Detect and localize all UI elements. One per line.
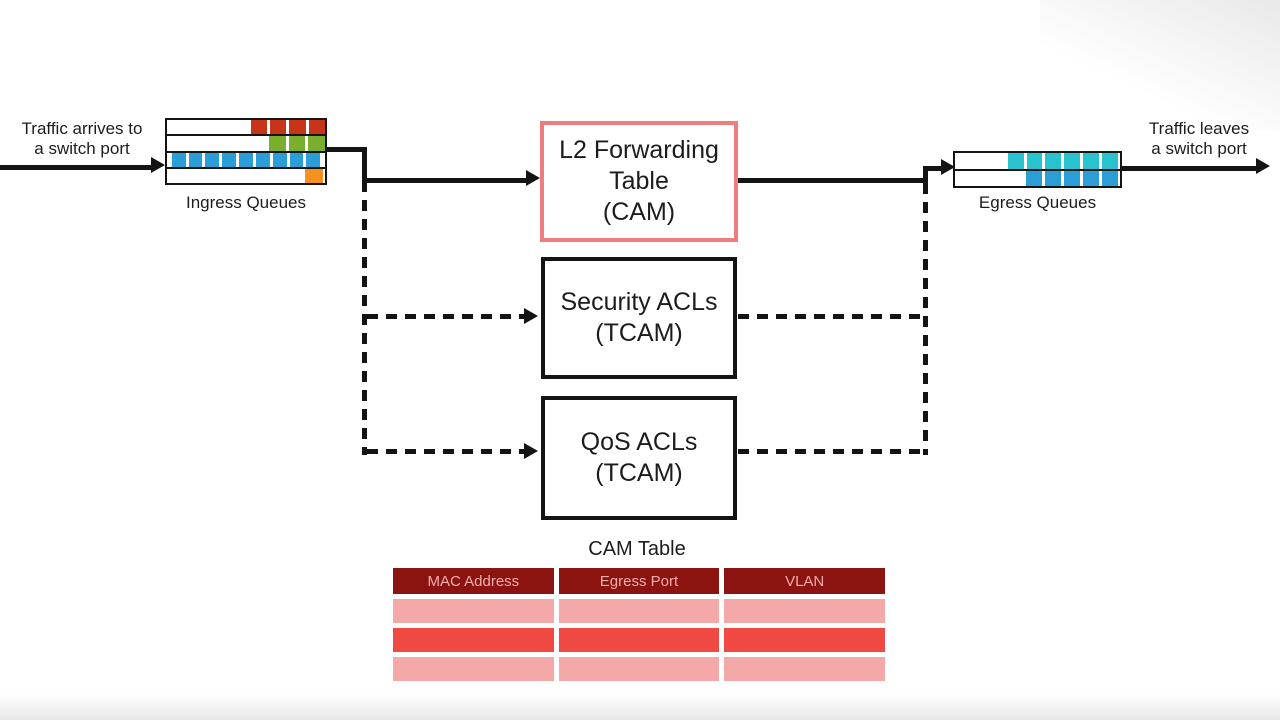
queue-packet-cell <box>1082 170 1099 186</box>
traffic-leaves-label: Traffic leaves a switch port <box>1119 119 1279 160</box>
queue-packet-cell <box>205 152 220 167</box>
queue-packet-cell <box>1101 170 1118 186</box>
l2-arrowhead-icon <box>526 170 540 186</box>
outbound-arrowhead-icon <box>1256 158 1270 174</box>
security-dashed-line <box>367 314 524 319</box>
queue-packet-cell <box>1045 153 1062 169</box>
queue-packet-cell <box>1101 153 1118 169</box>
queue-fill-segment <box>171 152 321 167</box>
cam-table-empty-cell <box>558 599 720 623</box>
queue-packet-cell <box>1025 170 1042 186</box>
cam-table: MAC Address Egress Port VLAN <box>393 568 885 681</box>
qos-arrowhead-icon <box>524 443 538 459</box>
cam-table-empty-cell <box>724 657 885 681</box>
egress-queues-label: Egress Queues <box>978 193 1097 212</box>
security-acls-node: Security ACLs (TCAM) <box>541 257 737 379</box>
queue-packet-cell <box>305 168 323 183</box>
queue-packet-cell <box>1044 170 1061 186</box>
security-node-line2: (TCAM) <box>595 319 683 347</box>
right-dashed-bus <box>923 183 928 455</box>
queue-fill-segment <box>1025 170 1118 186</box>
queue-packet-cell <box>188 152 203 167</box>
left-dashed-bus <box>362 181 367 455</box>
l2-node-line3: (CAM) <box>602 198 676 226</box>
traffic-leaves-line2: a switch port <box>1151 139 1247 159</box>
security-node-line1: Security ACLs <box>560 288 718 316</box>
queue-fill-segment <box>1007 153 1118 169</box>
queue-packet-cell <box>268 136 286 151</box>
l2-node-line1: L2 Forwarding <box>559 136 719 164</box>
cam-table-empty-cell <box>724 599 885 623</box>
queue-packet-cell <box>1026 153 1043 169</box>
inbound-arrowhead-icon <box>151 157 165 173</box>
qos-node-line1: QoS ACLs <box>580 428 698 456</box>
cam-table-empty-cell <box>393 628 554 652</box>
queue-packet-cell <box>239 152 253 167</box>
queue-packet-cell <box>1063 170 1080 186</box>
queue-packet-cell <box>272 152 287 167</box>
queue-row <box>955 153 1120 171</box>
cam-table-empty-cell <box>558 628 720 652</box>
queue-row <box>167 136 326 153</box>
traffic-leaves-line1: Traffic leaves <box>1148 119 1250 138</box>
security-arrowhead-icon <box>524 308 538 324</box>
cam-table-empty-cell <box>724 628 885 652</box>
qos-acls-node: QoS ACLs (TCAM) <box>541 396 737 520</box>
ingress-connector-v <box>362 147 367 183</box>
ingress-queues-box <box>165 118 327 185</box>
qos-dashed-line <box>367 449 524 454</box>
queue-packet-cell <box>171 152 186 167</box>
queue-packet-cell <box>250 120 268 135</box>
queue-packet-cell <box>308 136 326 151</box>
outbound-arrow-line <box>1122 166 1260 171</box>
queue-row <box>167 152 325 169</box>
qos-return-dashed-line <box>738 449 928 454</box>
queue-packet-cell <box>1064 153 1080 169</box>
cam-header-egress-port: Egress Port <box>558 568 720 594</box>
l2-arrow-line <box>362 178 526 183</box>
traffic-arrives-label: Traffic arrives to a switch port <box>2 119 162 160</box>
queue-row <box>955 170 1120 186</box>
queue-fill-segment <box>268 136 326 151</box>
l2-node-line2: Table <box>609 167 669 195</box>
queue-row <box>167 168 325 183</box>
cam-table-empty-cell <box>393 657 554 681</box>
ingress-queues-label: Ingress Queues <box>185 193 306 212</box>
queue-packet-cell <box>288 136 306 151</box>
ingress-connector-h1 <box>327 147 367 152</box>
queue-packet-cell <box>289 152 304 167</box>
queue-fill-segment <box>305 168 323 183</box>
queue-row <box>167 120 325 137</box>
queue-packet-cell <box>270 120 287 135</box>
queue-packet-cell <box>222 152 237 167</box>
queue-packet-cell <box>1007 153 1024 169</box>
queue-packet-cell <box>306 152 321 167</box>
security-return-dashed-line <box>738 314 928 319</box>
egress-connector-v <box>923 166 928 183</box>
l2-to-egress-line <box>738 178 928 183</box>
cam-table-empty-cell <box>393 599 554 623</box>
qos-node-line2: (TCAM) <box>595 459 683 487</box>
cam-table-title: CAM Table <box>588 538 686 560</box>
egress-arrow-line <box>923 166 945 171</box>
egress-queues-box <box>953 151 1122 188</box>
queue-packet-cell <box>255 152 270 167</box>
queue-packet-cell <box>289 120 306 135</box>
queue-fill-segment <box>250 120 325 135</box>
traffic-arrives-line1: Traffic arrives to <box>21 119 143 138</box>
inbound-arrow-line <box>0 165 151 170</box>
cam-table-empty-cell <box>558 657 720 681</box>
queue-packet-cell <box>308 120 325 135</box>
traffic-arrives-line2: a switch port <box>34 139 130 159</box>
egress-arrowhead-icon <box>941 159 955 175</box>
cam-header-mac-address: MAC Address <box>393 568 554 594</box>
background-shade-top-right <box>1040 0 1280 130</box>
l2-forwarding-table-node: L2 Forwarding Table (CAM) <box>540 121 738 242</box>
background-shade-bottom <box>0 694 1280 720</box>
queue-packet-cell <box>1082 153 1099 169</box>
cam-header-vlan: VLAN <box>724 568 885 594</box>
